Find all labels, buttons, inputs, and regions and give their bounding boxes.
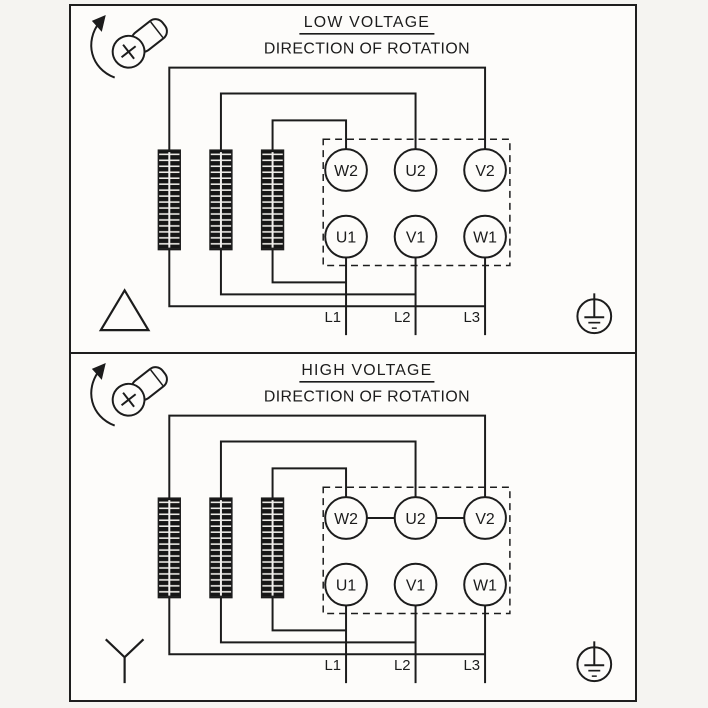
wire-top-loop-middle <box>219 440 417 499</box>
panel-low-voltage: LOW VOLTAGE DIRECTION OF ROTATION <box>71 6 635 352</box>
delta-connection-icon <box>98 288 151 332</box>
panel-subtitle: DIRECTION OF ROTATION <box>264 389 470 406</box>
terminal-label-u1: U1 <box>336 578 356 595</box>
wire-top-loop-inner <box>271 119 348 151</box>
terminal-circle-v1 <box>393 562 438 607</box>
winding-bar-2 <box>209 149 233 251</box>
wiring-diagram-sheet: LOW VOLTAGE DIRECTION OF ROTATION <box>69 4 637 702</box>
winding-bar-1 <box>157 497 181 599</box>
terminal-label-u1: U1 <box>336 230 356 247</box>
wire-top-loop-inner <box>271 467 348 499</box>
wire-bottom-inner <box>271 597 347 632</box>
wire-top-loop-middle <box>219 92 417 151</box>
earth-ground-icon <box>576 293 613 335</box>
supply-label-l2: L2 <box>394 310 411 326</box>
terminal-circle-w1 <box>463 214 507 259</box>
wire-bottom-middle <box>219 249 416 296</box>
terminal-board-outline <box>322 138 511 267</box>
terminal-circle-v2 <box>463 148 507 192</box>
panel-title: HIGH VOLTAGE <box>301 362 432 379</box>
supply-label-l2: L2 <box>394 658 411 674</box>
panel-subtitle: DIRECTION OF ROTATION <box>264 41 470 58</box>
terminal-circle-w1 <box>463 562 507 607</box>
terminal-label-u2: U2 <box>405 511 425 528</box>
terminal-circle-w2 <box>324 496 368 540</box>
supply-label-l3: L3 <box>464 658 481 674</box>
motor-shaft-icon <box>111 366 168 417</box>
terminal-circle-w2 <box>324 148 368 192</box>
terminal-label-v2: V2 <box>475 163 495 180</box>
wire-top-loop-outer <box>168 66 487 151</box>
terminal-circle-v2 <box>463 496 507 540</box>
terminal-circle-u1 <box>324 214 368 259</box>
terminal-label-v1: V1 <box>406 578 426 595</box>
wire-top-loop-outer <box>168 414 487 499</box>
panel-title: LOW VOLTAGE <box>304 14 430 31</box>
winding-bar-1 <box>157 149 181 251</box>
earth-ground-icon <box>576 641 613 683</box>
winding-bar-2 <box>209 497 233 599</box>
terminal-label-w1: W1 <box>473 230 497 247</box>
terminal-circle-u2 <box>393 496 438 540</box>
rotation-arrow-icon <box>90 14 116 79</box>
supply-label-l1: L1 <box>325 310 342 326</box>
terminal-label-w2: W2 <box>334 511 358 528</box>
wire-bottom-outer <box>168 597 486 656</box>
terminal-label-u2: U2 <box>405 163 425 180</box>
terminal-board-outline <box>322 486 511 615</box>
panel-high-voltage: HIGH VOLTAGE DIRECTION OF ROTATION <box>71 352 635 700</box>
winding-bar-3 <box>260 149 285 251</box>
wire-bottom-inner <box>271 249 347 284</box>
winding-bar-3 <box>260 497 285 599</box>
supply-label-l3: L3 <box>464 310 481 326</box>
star-connection-icon <box>105 638 145 684</box>
terminal-label-w1: W1 <box>473 578 497 595</box>
terminal-circle-u1 <box>324 562 368 607</box>
motor-shaft-icon <box>111 18 168 69</box>
rotation-arrow-icon <box>90 362 116 427</box>
terminal-label-v2: V2 <box>475 511 495 528</box>
terminal-circle-u2 <box>393 148 438 192</box>
supply-label-l1: L1 <box>325 658 342 674</box>
wire-bottom-outer <box>168 249 486 308</box>
terminal-label-w2: W2 <box>334 163 358 180</box>
wire-bottom-middle <box>219 597 416 644</box>
terminal-circle-v1 <box>393 214 438 259</box>
terminal-label-v1: V1 <box>406 230 426 247</box>
